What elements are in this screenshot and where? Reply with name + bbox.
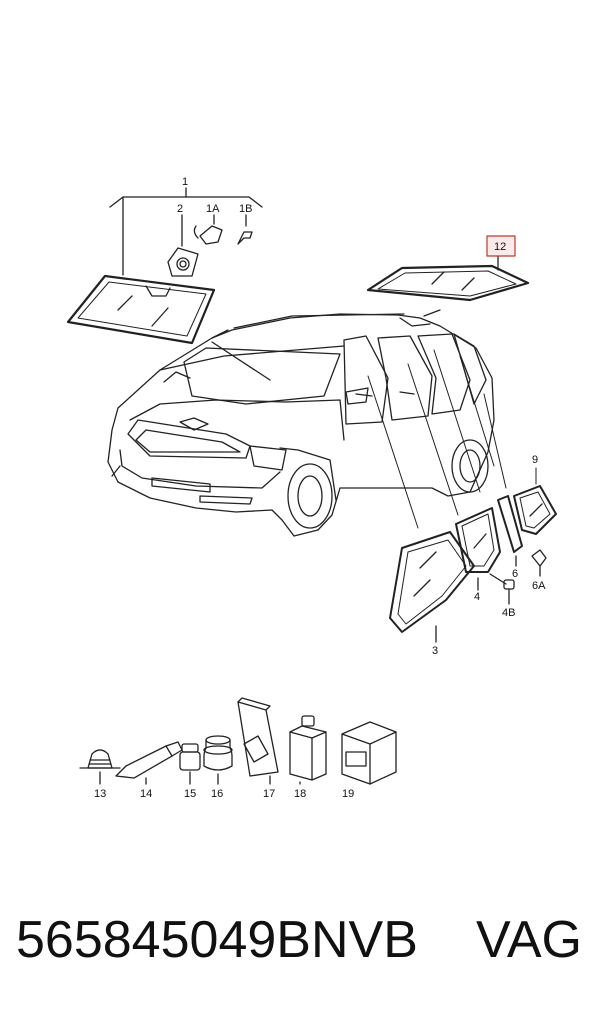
part-number: 565845049BNVB (16, 911, 418, 969)
windscreen-glass (66, 274, 216, 345)
parts-diagram: 1 2 1A 1B 12 9 6 6A 4 4B 3 13 14 15 16 1… (66, 176, 557, 800)
callout-1a: 1A (206, 203, 220, 215)
callout-4: 4 (474, 591, 480, 603)
callout-4b: 4B (502, 607, 515, 619)
callout-1b: 1B (239, 203, 252, 215)
brand-name: VAG (476, 911, 582, 969)
sealing-ring-icon (79, 749, 121, 785)
quarter-glass (497, 495, 523, 567)
small-bottle-icon (179, 743, 201, 785)
clip-6a-icon (531, 549, 547, 577)
callout-6a: 6A (532, 580, 546, 592)
callout-13: 13 (94, 788, 106, 800)
round-can-icon (203, 735, 233, 785)
callout-17: 17 (263, 788, 275, 800)
bottle-icon (289, 715, 327, 785)
callout-18: 18 (294, 788, 306, 800)
callout-14: 14 (140, 788, 152, 800)
clip-1b-icon (237, 214, 253, 245)
item-1-bracket (109, 187, 263, 276)
callout-16: 16 (211, 788, 223, 800)
callout-9: 9 (532, 454, 538, 466)
sensor-holder-icon (167, 214, 199, 277)
cable-1a-icon (193, 214, 223, 245)
callout-6: 6 (512, 568, 518, 580)
callout-2: 2 (177, 203, 183, 215)
cleaning-pack-icon (237, 697, 279, 785)
clip-4b-icon (503, 579, 515, 605)
callout-3: 3 (432, 645, 438, 657)
leader-lines (367, 349, 537, 529)
callout-15: 15 (184, 788, 196, 800)
box-kit-icon (341, 721, 397, 785)
side-window-glass (513, 485, 557, 535)
footer-caption: 565845049BNVB VAG (0, 900, 600, 980)
rear-door-glass (455, 507, 507, 591)
callout-12-highlight (486, 235, 516, 257)
rear-window-glass (366, 254, 530, 302)
callout-12: 12 (494, 241, 506, 253)
callout-19: 19 (342, 788, 354, 800)
adhesive-tube-icon (115, 741, 183, 785)
callout-1: 1 (182, 176, 188, 188)
car-body-outline (107, 309, 495, 537)
